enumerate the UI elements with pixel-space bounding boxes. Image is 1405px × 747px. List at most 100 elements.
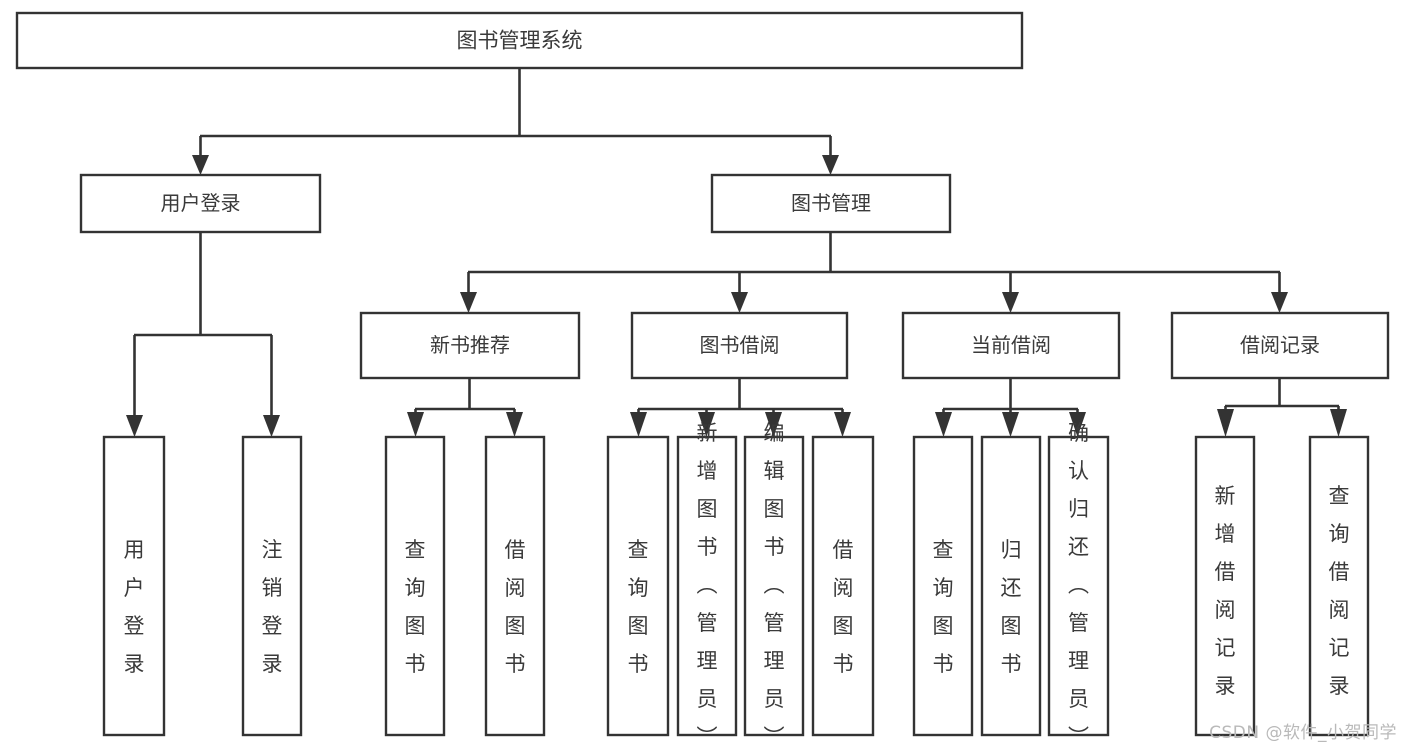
node-box-leaf-7[interactable] (743, 435, 805, 737)
node-label-leaf-6-char-2: 增 (697, 459, 718, 483)
node-label-leaf-3-char-1: 查 (405, 538, 426, 562)
node-level2-3[interactable]: 当前借阅 (901, 311, 1121, 380)
node-label-root: 图书管理系统 (457, 29, 583, 53)
node-label-leaf-6-char-1: 新 (697, 421, 718, 445)
arrow-head-current-borrow (1002, 292, 1019, 313)
node-box-level2-1[interactable] (359, 311, 581, 380)
node-label-leaf-6-char-5: ︵ (697, 573, 718, 597)
node-box-leaf-11[interactable] (1047, 435, 1110, 737)
arrow-head-book-borrow (731, 292, 748, 313)
node-label-leaf-11-char-5: ︵ (1068, 573, 1089, 597)
node-label-leaf-7-char-5: ︵ (764, 573, 785, 597)
node-box-leaf-6[interactable] (676, 435, 738, 737)
node-label-leaf-13-char-1: 查 (1329, 484, 1350, 508)
node-box-leaf-1[interactable] (102, 435, 166, 737)
node-level2-2[interactable]: 图书借阅 (630, 311, 849, 380)
node-label-leaf-2-char-4: 录 (262, 652, 283, 676)
node-label-leaf-2-char-1: 注 (262, 538, 283, 562)
node-label-leaf-13-char-6: 录 (1329, 674, 1350, 698)
node-box-level2-3[interactable] (901, 311, 1121, 380)
node-group-level1: 用户登录 图书管理 (79, 173, 952, 234)
node-label-leaf-7-char-4: 书 (764, 535, 785, 559)
node-box-level2-4[interactable] (1170, 311, 1390, 380)
node-label-leaf-7-char-1: 编 (764, 421, 785, 445)
node-label-leaf-1-char-3: 登 (124, 614, 145, 638)
node-group-leaves: 用户登录注销登录查询图书借阅图书查询图书新增图书︵管理员︶编辑图书︵管理员︶借阅… (102, 421, 1370, 747)
node-label-leaf-4-char-2: 阅 (505, 576, 526, 600)
node-label-level2-2: 图书借阅 (700, 333, 780, 357)
node-level2-4[interactable]: 借阅记录 (1170, 311, 1390, 380)
node-leaf-1[interactable]: 用户登录 (102, 435, 166, 737)
arrow-head-leaf-8 (834, 412, 851, 437)
node-label-leaf-7-char-8: 员 (764, 687, 785, 711)
node-label-leaf-12-char-5: 记 (1215, 636, 1236, 660)
node-label-leaf-9-char-2: 询 (933, 576, 954, 600)
node-label-leaf-10-char-1: 归 (1001, 538, 1022, 562)
arrow-head-leaf-6 (698, 412, 715, 437)
node-label-leaf-7-char-6: 管 (764, 611, 785, 635)
node-label-leaf-6-char-4: 书 (697, 535, 718, 559)
node-label-leaf-6-char-9: ︶ (697, 725, 718, 747)
node-box-leaf-10[interactable] (980, 435, 1042, 737)
node-root[interactable]: 图书管理系统 (15, 11, 1024, 70)
arrow-head-leaf-11 (1069, 412, 1086, 437)
node-box-leaf-5[interactable] (606, 435, 670, 737)
csdn-watermark: CSDN @软件_小贺同学 (1209, 723, 1397, 743)
node-box-leaf-2[interactable] (241, 435, 303, 737)
node-box-leaf-4[interactable] (484, 435, 546, 737)
node-box-root[interactable] (15, 11, 1024, 70)
node-label-leaf-6-char-6: 管 (697, 611, 718, 635)
node-box-leaf-13[interactable] (1308, 435, 1370, 737)
arrow-head-leaf-7 (765, 412, 782, 437)
node-label-leaf-11-char-6: 管 (1068, 611, 1089, 635)
node-label-leaf-8-char-4: 书 (833, 652, 854, 676)
node-box-level2-2[interactable] (630, 311, 849, 380)
node-box-level1-1[interactable] (79, 173, 322, 234)
node-label-leaf-11-char-7: 理 (1068, 649, 1089, 673)
node-label-leaf-11-char-1: 确 (1068, 421, 1089, 445)
node-label-leaf-10-char-4: 书 (1001, 652, 1022, 676)
node-label-leaf-9-char-3: 图 (933, 614, 954, 638)
node-label-leaf-10-char-3: 图 (1001, 614, 1022, 638)
node-label-leaf-3-char-4: 书 (405, 652, 426, 676)
node-box-leaf-8[interactable] (811, 435, 875, 737)
node-label-level2-1: 新书推荐 (430, 333, 510, 357)
node-label-leaf-13-char-5: 记 (1329, 636, 1350, 660)
node-label-leaf-9-char-1: 查 (933, 538, 954, 562)
node-label-leaf-5-char-4: 书 (628, 652, 649, 676)
arrow-head-leaf-3 (407, 412, 424, 437)
node-level2-1[interactable]: 新书推荐 (359, 311, 581, 380)
node-label-leaf-3-char-3: 图 (405, 614, 426, 638)
node-label-leaf-8-char-3: 图 (833, 614, 854, 638)
node-box-level1-2[interactable] (710, 173, 952, 234)
node-label-leaf-12-char-6: 录 (1215, 674, 1236, 698)
node-box-leaf-9[interactable] (912, 435, 974, 737)
node-label-level2-3: 当前借阅 (971, 333, 1051, 357)
node-level1-1[interactable]: 用户登录 (79, 173, 322, 234)
node-group-level2: 新书推荐 图书借阅 当前借阅 借阅记录 (359, 311, 1390, 380)
node-label-leaf-12-char-1: 新 (1215, 484, 1236, 508)
node-label-leaf-1-char-4: 录 (124, 652, 145, 676)
node-label-leaf-1-char-1: 用 (124, 538, 145, 562)
connector-group-current-borrow-leaves (935, 378, 1086, 437)
node-level1-2[interactable]: 图书管理 (710, 173, 952, 234)
node-label-leaf-6-char-3: 图 (697, 497, 718, 521)
node-label-level1-1: 用户登录 (161, 191, 241, 215)
node-label-leaf-5-char-2: 询 (628, 576, 649, 600)
node-box-leaf-12[interactable] (1194, 435, 1256, 737)
node-box-leaf-3[interactable] (384, 435, 446, 737)
